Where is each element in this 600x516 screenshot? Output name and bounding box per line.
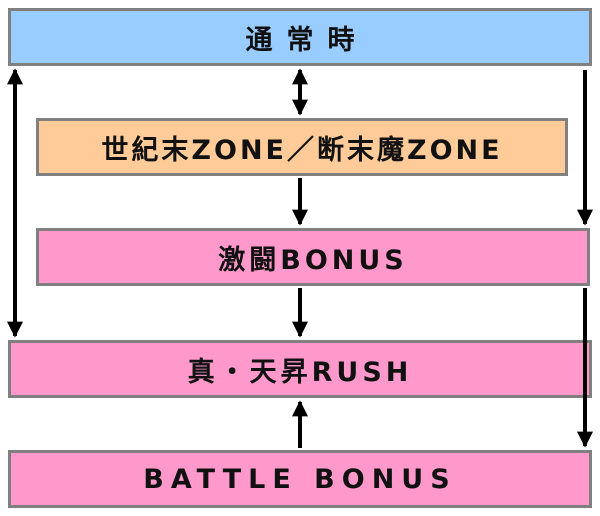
state-box-zone: 世紀末ZONE／断末魔ZONE: [36, 118, 568, 176]
state-label-shin-tensho-rush: 真・天昇RUSH: [187, 356, 413, 388]
state-label-normal: 通常時: [245, 24, 369, 56]
state-box-gekitou-bonus: 激闘BONUS: [36, 228, 590, 286]
state-label-zone: 世紀末ZONE／断末魔ZONE: [101, 134, 503, 166]
state-label-gekitou-bonus: 激闘BONUS: [218, 244, 408, 276]
state-box-shin-tensho-rush: 真・天昇RUSH: [8, 340, 592, 398]
state-box-normal: 通常時: [8, 8, 592, 66]
state-box-battle-bonus: BATTLE BONUS: [8, 450, 592, 508]
state-label-battle-bonus: BATTLE BONUS: [143, 463, 457, 495]
